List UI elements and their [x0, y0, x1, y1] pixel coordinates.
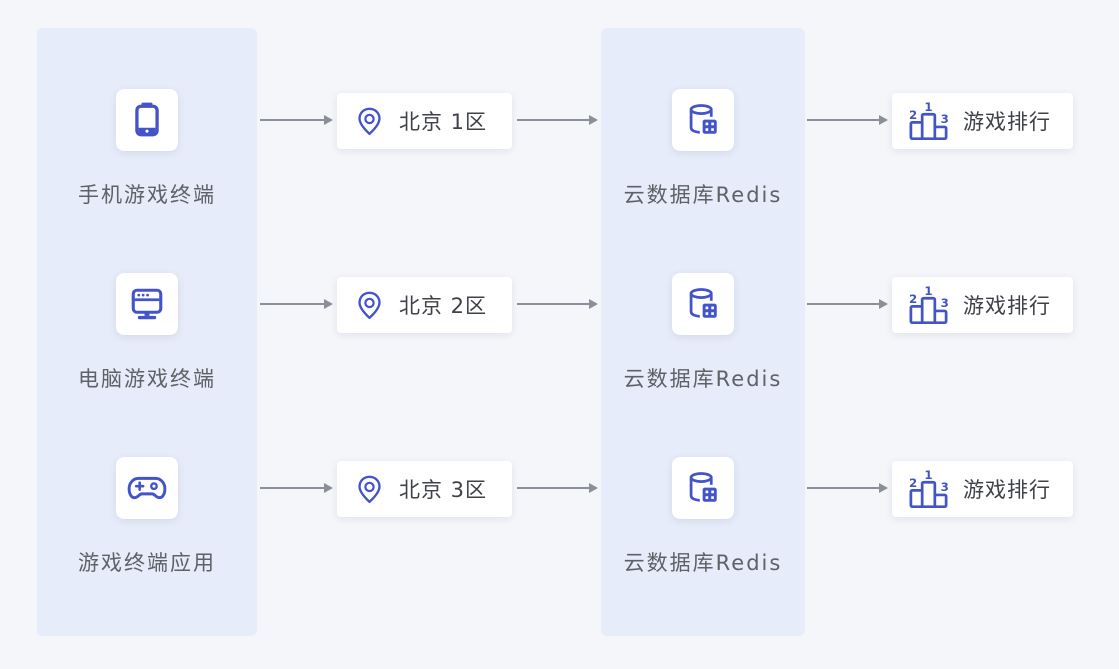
redis-database-label: 云数据库Redis [623, 183, 783, 207]
zone-card-beijing-1: 北京 1区 [337, 93, 512, 149]
desktop-browser-icon [125, 282, 169, 326]
podium-number-1: 1 [924, 469, 932, 482]
arrow-right-icon [517, 298, 598, 309]
ranking-podium-icon: 2 1 3 [905, 101, 952, 142]
podium-number-1: 1 [924, 101, 932, 114]
redis-database-card [672, 273, 734, 335]
location-pin-icon [353, 289, 386, 322]
redis-database-card [672, 457, 734, 519]
redis-database-icon [681, 282, 725, 326]
podium-number-2: 2 [909, 476, 917, 490]
arrow-right-icon [807, 482, 888, 493]
mobile-phone-icon [125, 98, 169, 142]
arrow-right-icon [260, 298, 333, 309]
game-ranking-card: 2 1 3 游戏排行 [892, 93, 1073, 149]
podium-number-3: 3 [941, 295, 949, 309]
podium-number-3: 3 [941, 479, 949, 493]
ranking-podium-icon: 2 1 3 [905, 285, 952, 326]
zone-label: 北京 1区 [399, 110, 488, 134]
game-app-terminal-label: 游戏终端应用 [78, 551, 216, 575]
arrow-right-icon [260, 482, 333, 493]
mobile-terminal-label: 手机游戏终端 [78, 183, 216, 207]
redis-database-label: 云数据库Redis [623, 367, 783, 391]
ranking-label: 游戏排行 [963, 294, 1051, 318]
location-pin-icon [353, 473, 386, 506]
redis-database-icon [681, 98, 725, 142]
game-ranking-card: 2 1 3 游戏排行 [892, 461, 1073, 517]
mobile-terminal-card [116, 89, 178, 151]
zone-card-beijing-2: 北京 2区 [337, 277, 512, 333]
arrow-right-icon [807, 114, 888, 125]
arrow-right-icon [517, 114, 598, 125]
redis-database-icon [681, 466, 725, 510]
game-app-terminal-card [116, 457, 178, 519]
zone-label: 北京 2区 [399, 294, 488, 318]
ranking-label: 游戏排行 [963, 110, 1051, 134]
game-ranking-card: 2 1 3 游戏排行 [892, 277, 1073, 333]
desktop-terminal-card [116, 273, 178, 335]
location-pin-icon [353, 105, 386, 138]
desktop-terminal-label: 电脑游戏终端 [78, 367, 216, 391]
zone-label: 北京 3区 [399, 478, 488, 502]
arrow-right-icon [517, 482, 598, 493]
zone-card-beijing-3: 北京 3区 [337, 461, 512, 517]
ranking-label: 游戏排行 [963, 478, 1051, 502]
arrow-right-icon [260, 114, 333, 125]
podium-number-1: 1 [924, 285, 932, 298]
podium-number-3: 3 [941, 111, 949, 125]
redis-database-label: 云数据库Redis [623, 551, 783, 575]
podium-number-2: 2 [909, 108, 917, 122]
gamepad-icon [125, 466, 169, 510]
arrow-right-icon [807, 298, 888, 309]
redis-database-card [672, 89, 734, 151]
podium-number-2: 2 [909, 292, 917, 306]
ranking-podium-icon: 2 1 3 [905, 469, 952, 510]
